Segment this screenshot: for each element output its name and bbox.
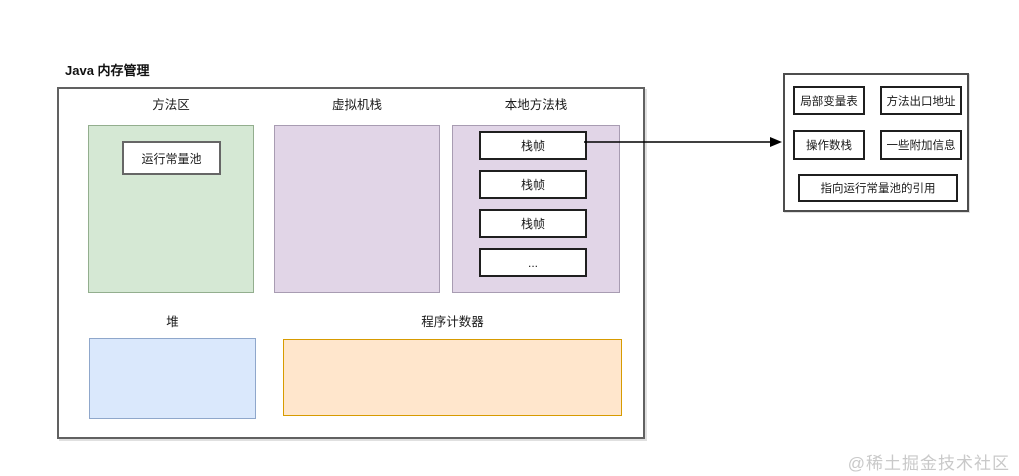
program-counter-box xyxy=(283,339,622,416)
native-method-stack-box: 栈帧 栈帧 栈帧 ... xyxy=(452,125,620,293)
operand-stack-box: 操作数栈 xyxy=(793,130,865,160)
program-counter-label: 程序计数器 xyxy=(421,315,484,329)
arrow-icon xyxy=(584,137,782,147)
method-exit-address-box: 方法出口地址 xyxy=(880,86,962,115)
page-title: Java 内存管理 xyxy=(65,63,150,78)
method-area-label: 方法区 xyxy=(152,98,190,112)
vm-stack-box xyxy=(274,125,440,293)
native-method-stack-label: 本地方法栈 xyxy=(504,98,568,112)
heap-label: 堆 xyxy=(166,315,179,329)
stack-frame-detail-box: 局部变量表 方法出口地址 操作数栈 一些附加信息 指向运行常量池的引用 xyxy=(783,73,969,212)
runtime-constant-pool-box: 运行常量池 xyxy=(122,141,221,175)
watermark: @稀土掘金技术社区 xyxy=(847,454,1010,473)
stack-frame-box: 栈帧 xyxy=(479,170,587,199)
stack-frame-box: 栈帧 xyxy=(479,209,587,238)
method-area-box: 运行常量池 xyxy=(88,125,254,293)
stack-frame-ellipsis-box: ... xyxy=(479,248,587,277)
additional-info-box: 一些附加信息 xyxy=(880,130,962,160)
jvm-memory-container: 方法区 运行常量池 虚拟机栈 本地方法栈 栈帧 栈帧 栈帧 ... 堆 程序计数… xyxy=(57,87,645,439)
local-variable-table-box: 局部变量表 xyxy=(793,86,865,115)
stack-frame-box: 栈帧 xyxy=(479,131,587,160)
heap-box xyxy=(89,338,256,419)
constant-pool-reference-box: 指向运行常量池的引用 xyxy=(798,174,958,202)
vm-stack-label: 虚拟机栈 xyxy=(331,98,382,112)
